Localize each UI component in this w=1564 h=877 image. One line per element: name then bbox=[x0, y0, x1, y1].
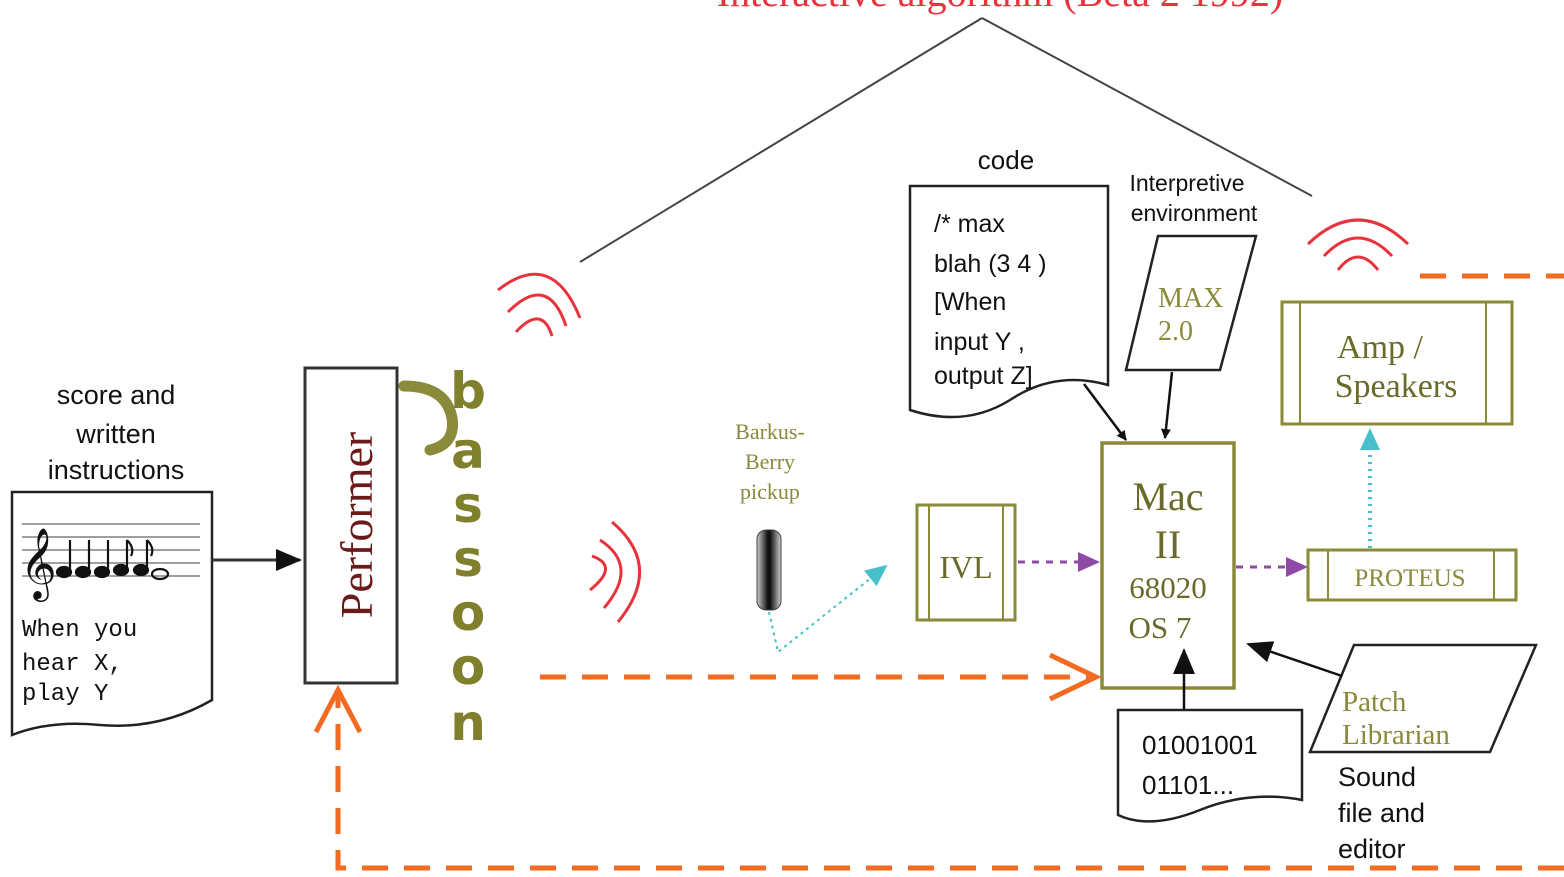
mac-box bbox=[1100, 441, 1236, 690]
patch-to-mac-arrow bbox=[1246, 641, 1343, 678]
pickup-icon bbox=[756, 529, 782, 611]
feedback-to-performer-arrowhead bbox=[313, 684, 363, 734]
bassoon-letter: n bbox=[450, 694, 486, 752]
mac-label: Mac II 68020 OS 7 bbox=[1129, 474, 1207, 645]
max-label-line: 2.0 bbox=[1158, 316, 1193, 347]
pickup-label: Barkus- Berry pickup bbox=[735, 419, 805, 504]
code-lines: /* max blah (3 4 ) [When input Y , outpu… bbox=[934, 210, 1047, 390]
amp-box bbox=[1280, 300, 1514, 426]
mac-label-line: 68020 bbox=[1129, 570, 1207, 605]
max-label: MAX 2.0 bbox=[1158, 283, 1223, 347]
mac-label-line: OS 7 bbox=[1129, 610, 1192, 645]
bassoon-letter: s bbox=[453, 530, 483, 588]
score-instructions: When you hear X, play Y bbox=[22, 617, 137, 708]
performer-box bbox=[303, 366, 399, 685]
code-document bbox=[908, 184, 1110, 419]
patch-label: Patch Librarian bbox=[1342, 686, 1450, 751]
max-label-line: MAX bbox=[1158, 283, 1223, 314]
amp-label: Amp / Speakers bbox=[1335, 329, 1458, 405]
proteus-label: PROTEUS bbox=[1354, 565, 1465, 592]
bassoon-bocal bbox=[398, 380, 459, 456]
amp-label-line: Speakers bbox=[1335, 368, 1458, 405]
sound-caption-line: editor bbox=[1338, 834, 1406, 864]
interpretive-label-line: environment bbox=[1131, 200, 1258, 226]
interpretive-label: Interpretive environment bbox=[1129, 170, 1257, 226]
performer-label: Performer bbox=[331, 432, 382, 618]
title-bracket bbox=[579, 17, 1313, 263]
sound-file-data: 01001001 01101... bbox=[1142, 730, 1258, 800]
sound-caption-line: file and bbox=[1338, 798, 1425, 828]
patch-label-line: Patch bbox=[1342, 686, 1407, 718]
treble-clef-icon: 𝄞 bbox=[20, 526, 57, 602]
pickup-label-line: Berry bbox=[745, 449, 795, 474]
mac-label-line: Mac bbox=[1132, 474, 1203, 519]
bassoon-letter: b bbox=[450, 362, 486, 420]
ivl-box bbox=[915, 503, 1017, 622]
bassoon-word: b a s s o o n bbox=[450, 362, 486, 752]
music-notes bbox=[55, 539, 170, 581]
feedback-loop bbox=[335, 273, 1564, 871]
score-heading-line: instructions bbox=[48, 455, 185, 485]
code-line: /* max bbox=[934, 210, 1005, 238]
code-to-mac-arrow bbox=[1083, 383, 1127, 441]
code-heading: code bbox=[978, 145, 1034, 175]
pickup-label-line: pickup bbox=[740, 479, 800, 504]
sound-wave-icon bbox=[497, 272, 582, 337]
sound-wave-icon bbox=[1306, 218, 1410, 271]
code-line: input Y , bbox=[934, 328, 1025, 356]
patch-librarian-parallelogram bbox=[1308, 643, 1538, 754]
interpretive-label-line: Interpretive bbox=[1129, 170, 1244, 196]
max-to-mac-arrow bbox=[1160, 371, 1174, 439]
sound-file-document bbox=[1116, 708, 1304, 823]
score-heading-line: score and bbox=[57, 380, 176, 410]
bassoon-letter: o bbox=[451, 638, 485, 696]
max-parallelogram bbox=[1124, 234, 1258, 372]
bassoon-letter: s bbox=[453, 476, 483, 534]
pickup-label-line: Barkus- bbox=[735, 419, 805, 444]
amp-label-line: Amp / bbox=[1337, 329, 1424, 366]
score-text-line: play Y bbox=[22, 681, 108, 708]
music-staff bbox=[22, 523, 200, 577]
diagram-title: Interactive algorithm (Beta 2 1992) bbox=[717, 0, 1283, 15]
code-line: [When bbox=[934, 288, 1006, 316]
score-heading-line: written bbox=[75, 419, 156, 449]
feedback-to-mac-arrowhead bbox=[1048, 652, 1102, 702]
score-text-line: hear X, bbox=[22, 651, 123, 678]
pickup-to-ivl-arrow bbox=[768, 564, 888, 654]
sound-data-line: 01101... bbox=[1142, 770, 1234, 800]
score-text-line: When you bbox=[22, 617, 137, 644]
sound-wave-icon bbox=[589, 520, 641, 623]
sound-caption: Sound file and editor bbox=[1338, 762, 1425, 864]
sound-data-line: 01001001 bbox=[1142, 730, 1258, 760]
patch-label-line: Librarian bbox=[1342, 719, 1450, 751]
bassoon-letter: a bbox=[451, 422, 485, 480]
score-document bbox=[10, 490, 214, 737]
code-line: blah (3 4 ) bbox=[934, 250, 1047, 278]
sound-caption-line: Sound bbox=[1338, 762, 1416, 792]
ivl-label: IVL bbox=[939, 549, 992, 585]
score-heading: score and written instructions bbox=[48, 380, 185, 485]
proteus-box bbox=[1306, 548, 1518, 602]
mac-label-line: II bbox=[1155, 522, 1182, 567]
code-line: output Z] bbox=[934, 362, 1033, 390]
bassoon-letter: o bbox=[451, 584, 485, 642]
